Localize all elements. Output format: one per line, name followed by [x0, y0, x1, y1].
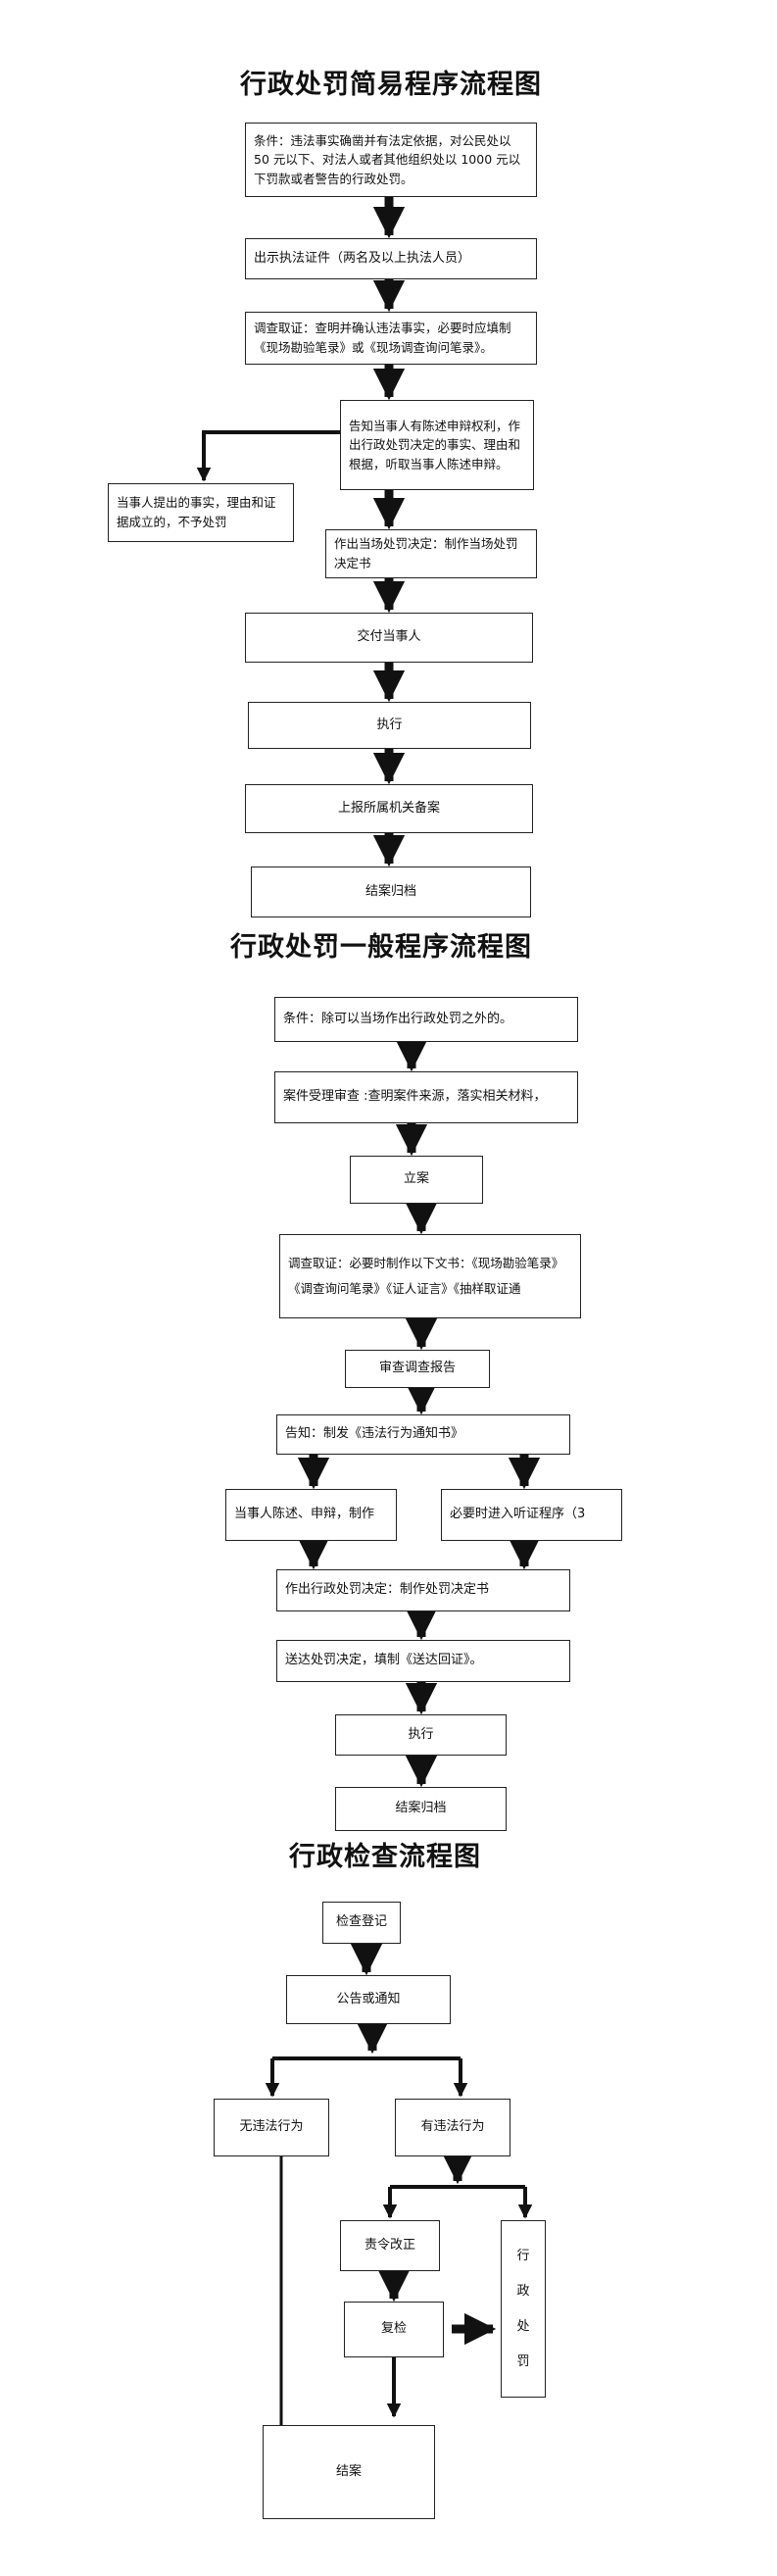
penalty-char: 政	[516, 2284, 530, 2299]
recheck-box: 复检	[344, 2302, 444, 2357]
notice-box: 公告或通知	[286, 1975, 451, 2024]
file-case-box: 立案	[350, 1156, 483, 1204]
statement-defense-box: 当事人陈述、申辩，制作	[225, 1489, 397, 1541]
on-site-decision-box: 作出当场处罚决定：制作当场处罚决定书	[325, 529, 537, 578]
hearing-box: 必要时进入听证程序（3	[441, 1489, 622, 1541]
administrative-penalty-box: 行 政 处 罚	[501, 2220, 546, 2398]
rectify-box: 责令改正	[340, 2220, 440, 2271]
general-decision-box: 作出行政处罚决定：制作处罚决定书	[276, 1569, 570, 1611]
notify-box: 告知：制发《违法行为通知书》	[276, 1414, 570, 1455]
no-violation-box: 无违法行为	[214, 2099, 329, 2156]
case-acceptance-box: 案件受理审查 :查明案件来源，落实相关材料，	[274, 1071, 578, 1123]
general-execute-box: 执行	[335, 1714, 507, 1756]
violation-box: 有违法行为	[395, 2099, 510, 2156]
simple-execute-box: 执行	[248, 702, 531, 749]
arrow-branch	[196, 430, 340, 482]
simple-procedure-title: 行政处罚简易程序流程图	[240, 70, 542, 100]
no-penalty-box: 当事人提出的事实，理由和证据成立的，不予处罚	[108, 483, 294, 542]
general-condition-box: 条件：除可以当场作出行政处罚之外的。	[274, 997, 578, 1042]
report-filing-box: 上报所属机关备案	[245, 784, 533, 833]
deliver-party-box: 交付当事人	[245, 613, 533, 663]
penalty-char: 行	[516, 2249, 530, 2263]
simple-investigate-box: 调查取证：查明并确认违法事实，必要时应填制《现场勘验笔录》或《现场调查询问笔录》…	[245, 312, 537, 365]
inspection-register-box: 检查登记	[322, 1902, 401, 1944]
general-close-box: 结案归档	[335, 1787, 507, 1831]
simple-condition-box: 条件：违法事实确凿并有法定依据，对公民处以 50 元以下、对法人或者其他组织处以…	[245, 123, 537, 197]
serve-decision-box: 送达处罚决定，填制《送达回证》。	[276, 1640, 570, 1682]
simple-close-box: 结案归档	[251, 867, 531, 917]
penalty-char: 罚	[516, 2354, 530, 2369]
general-procedure-title: 行政处罚一般程序流程图	[230, 932, 532, 963]
show-certificate-box: 出示执法证件（两名及以上执法人员）	[245, 238, 537, 279]
inspection-title: 行政检查流程图	[289, 1842, 481, 1872]
inspection-close-box: 结案	[263, 2425, 435, 2519]
inform-statement-box: 告知当事人有陈述申辩权利，作出行政处罚决定的事实、理由和根据，听取当事人陈述申辩…	[340, 400, 534, 490]
review-report-box: 审查调查报告	[345, 1350, 490, 1388]
penalty-char: 处	[516, 2319, 530, 2334]
general-investigate-box: 调查取证：必要时制作以下文书：《现场勘验笔录》《调查询问笔录》《证人证言》《抽样…	[279, 1234, 581, 1318]
